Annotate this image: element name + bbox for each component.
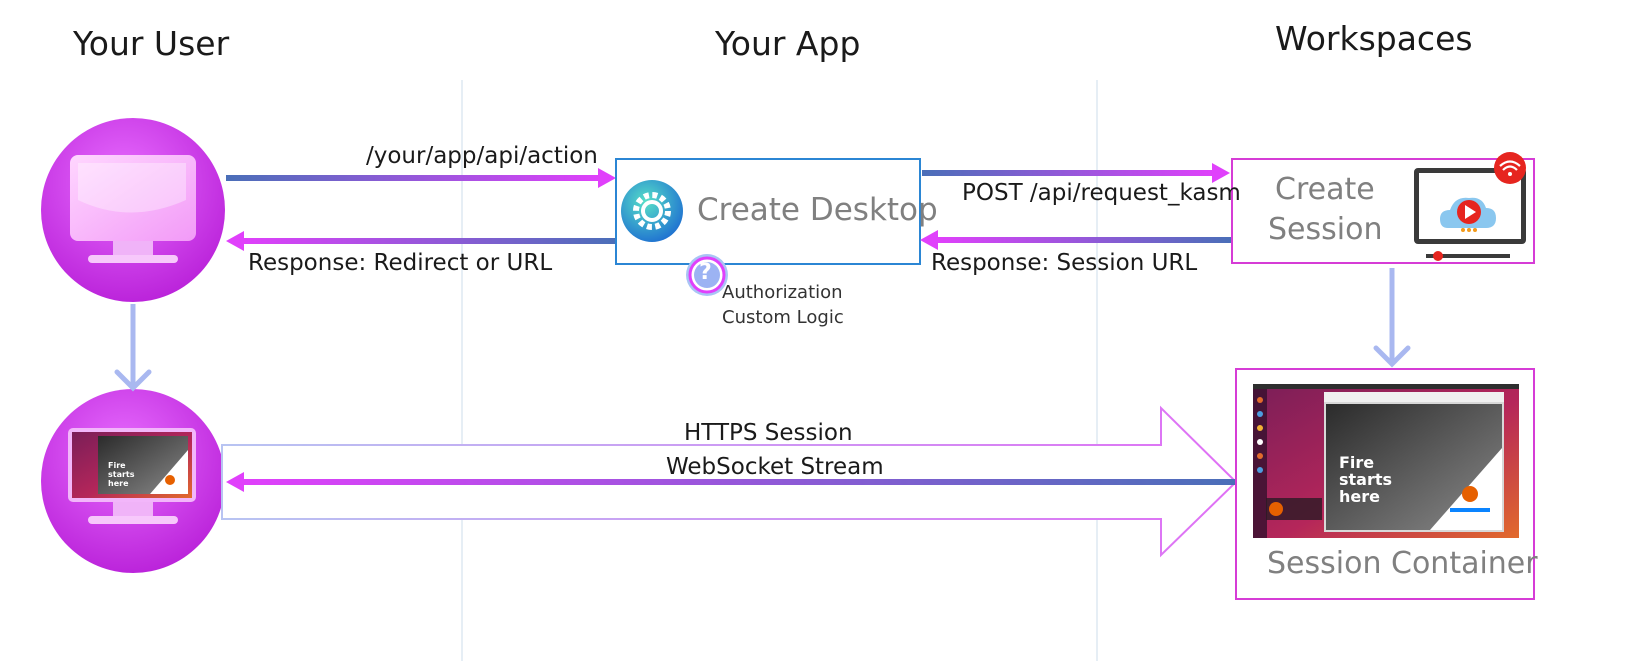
session-screen-headline-3: here [1339, 487, 1380, 506]
user-screen-headline-3: here [108, 479, 129, 488]
column-heading-user: Your User [73, 24, 230, 63]
user-session-desktop-icon [41, 389, 225, 573]
user-down-arrow [114, 304, 152, 392]
redirect-response-arrow [226, 231, 616, 251]
cloud-streaming-laptop-icon [1414, 168, 1526, 261]
user-desktop-icon [41, 118, 225, 302]
session-url-response-arrow [920, 230, 1231, 250]
https-session-label: HTTPS Session [684, 420, 853, 446]
question-icon [686, 254, 728, 296]
post-request-arrow [922, 163, 1230, 183]
api-action-label: /your/app/api/action [366, 143, 598, 169]
websocket-stream-arrow [226, 472, 1237, 492]
custom-logic-label: Custom Logic [722, 307, 844, 328]
user-screen-headline-2: starts [108, 470, 135, 479]
question-mark-glyph: ? [699, 260, 712, 285]
column-heading-app: Your App [715, 24, 861, 63]
create-desktop-label: Create Desktop [697, 192, 938, 228]
authorization-label: Authorization [722, 282, 843, 303]
column-heading-workspaces: Workspaces [1275, 19, 1473, 58]
api-action-arrow [226, 168, 616, 188]
redirect-response-label: Response: Redirect or URL [248, 250, 553, 276]
session-screen-headline-1: Fire [1339, 453, 1375, 472]
session-container-label: Session Container [1267, 546, 1538, 581]
session-desktop-screenshot [1253, 384, 1519, 538]
workspaces-down-arrow [1373, 268, 1411, 368]
post-request-label: POST /api/request_kasm [962, 180, 1241, 206]
session-url-response-label: Response: Session URL [931, 250, 1198, 276]
session-screen-headline-2: starts [1339, 470, 1393, 489]
wifi-icon [1494, 152, 1526, 184]
gear-icon [621, 180, 683, 242]
user-screen-headline-1: Fire [108, 461, 126, 470]
create-session-label-line2: Session [1268, 212, 1383, 247]
websocket-stream-label: WebSocket Stream [666, 454, 884, 480]
create-session-label-line1: Create [1275, 172, 1375, 207]
